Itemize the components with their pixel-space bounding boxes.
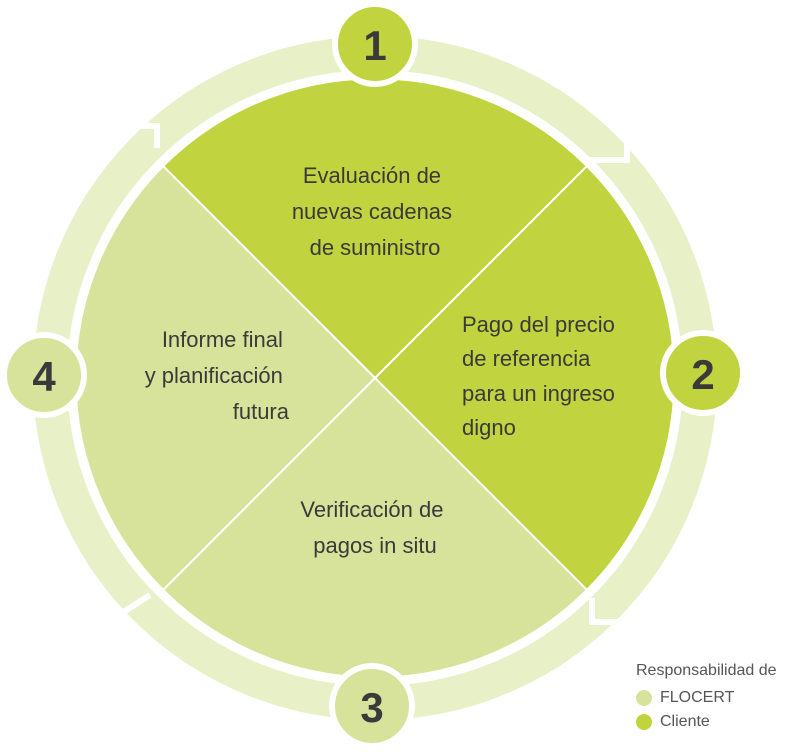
label-line: Pago del precio — [462, 312, 615, 337]
label-line: nuevas cadenas — [292, 199, 452, 224]
legend-item-flocert: FLOCERT — [636, 686, 800, 710]
legend-title: Responsabilidad de — [636, 662, 777, 679]
step-badge-3 — [329, 663, 415, 749]
legend-swatch-flocert — [636, 690, 652, 706]
arrow-notch-1 — [590, 134, 630, 163]
step-badge-1 — [332, 1, 418, 87]
label-line: para un ingreso — [462, 381, 615, 406]
arrow-notch-4 — [130, 123, 160, 148]
step-number-4: 4 — [32, 353, 56, 400]
label-line: de suministro — [310, 235, 441, 260]
label-line: Informe final — [162, 327, 283, 352]
quadrant-label-right: Pago del precio de referencia para un in… — [462, 312, 621, 440]
legend-swatch-cliente — [636, 714, 652, 730]
label-line: Verificación de — [300, 497, 443, 522]
step-badge-2 — [660, 330, 746, 416]
quadrant-label-top: Evaluación de nuevas cadenas de suminist… — [292, 163, 458, 260]
label-line: Evaluación de — [303, 163, 441, 188]
legend-label-flocert: FLOCERT — [660, 689, 735, 706]
legend-item-cliente: Cliente — [636, 710, 800, 734]
label-line: y planificación — [145, 363, 283, 388]
quadrant-label-bottom: Verificación de pagos in situ — [300, 497, 449, 558]
step-number-2: 2 — [691, 351, 714, 398]
quadrant-label-left: Informe final y planificación futura — [145, 327, 290, 424]
arrow-notch-2 — [589, 598, 620, 625]
label-line: digno — [462, 415, 516, 440]
step-number-3: 3 — [360, 684, 383, 731]
legend: Responsabilidad de FLOCERT Cliente — [636, 662, 800, 734]
step-badge-4 — [1, 332, 87, 418]
step-number-1: 1 — [363, 22, 386, 69]
legend-label-cliente: Cliente — [660, 713, 710, 730]
label-line: de referencia — [462, 346, 591, 371]
arrow-notch-3 — [120, 592, 152, 616]
label-line: pagos in situ — [313, 533, 437, 558]
label-line: futura — [233, 399, 290, 424]
